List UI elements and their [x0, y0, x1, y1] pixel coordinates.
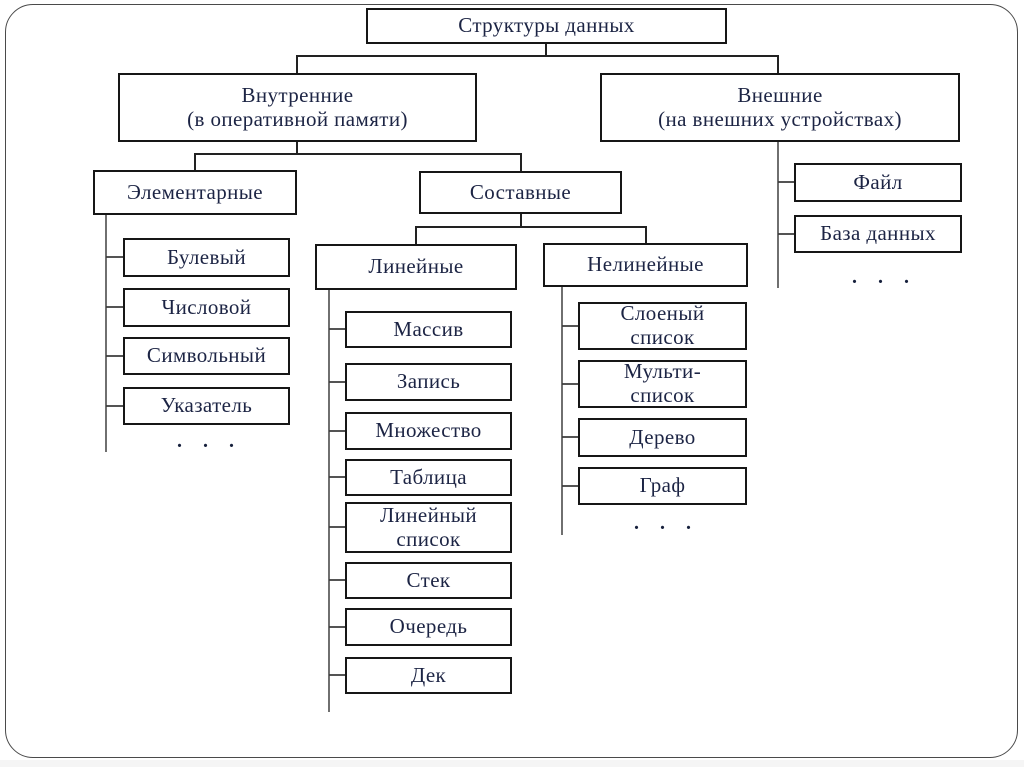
node-nonlinear: Нелинейные — [543, 243, 748, 287]
node-external: Внешние (на внешних устройствах) — [600, 73, 960, 142]
ellipsis-external-more: . . . — [852, 266, 917, 288]
bottom-strip — [0, 760, 1024, 767]
node-queue: Очередь — [345, 608, 512, 646]
node-record: Запись — [345, 363, 512, 401]
node-pointer: Указатель — [123, 387, 290, 425]
ellipsis-elementary-more: . . . — [177, 430, 242, 452]
node-symbolic: Символьный — [123, 337, 290, 375]
node-stack: Стек — [345, 562, 512, 599]
node-multi-list: Мульти- список — [578, 360, 747, 408]
node-numeric: Числовой — [123, 288, 290, 327]
node-set: Множество — [345, 412, 512, 450]
node-layered-list: Слоеный список — [578, 302, 747, 350]
node-boolean: Булевый — [123, 238, 290, 277]
node-elementary: Элементарные — [93, 170, 297, 215]
node-data-structures: Структуры данных — [366, 8, 727, 44]
node-table: Таблица — [345, 459, 512, 496]
ellipsis-nonlinear-more: . . . — [634, 512, 699, 534]
node-graph: Граф — [578, 467, 747, 505]
node-deque: Дек — [345, 657, 512, 694]
node-internal: Внутренние (в оперативной памяти) — [118, 73, 477, 142]
slide-frame — [5, 4, 1018, 758]
node-tree: Дерево — [578, 418, 747, 457]
node-composite: Составные — [419, 171, 622, 214]
node-linear: Линейные — [315, 244, 517, 290]
node-database: База данных — [794, 215, 962, 253]
node-array: Массив — [345, 311, 512, 348]
node-file: Файл — [794, 163, 962, 202]
node-linear-list: Линейный список — [345, 502, 512, 553]
